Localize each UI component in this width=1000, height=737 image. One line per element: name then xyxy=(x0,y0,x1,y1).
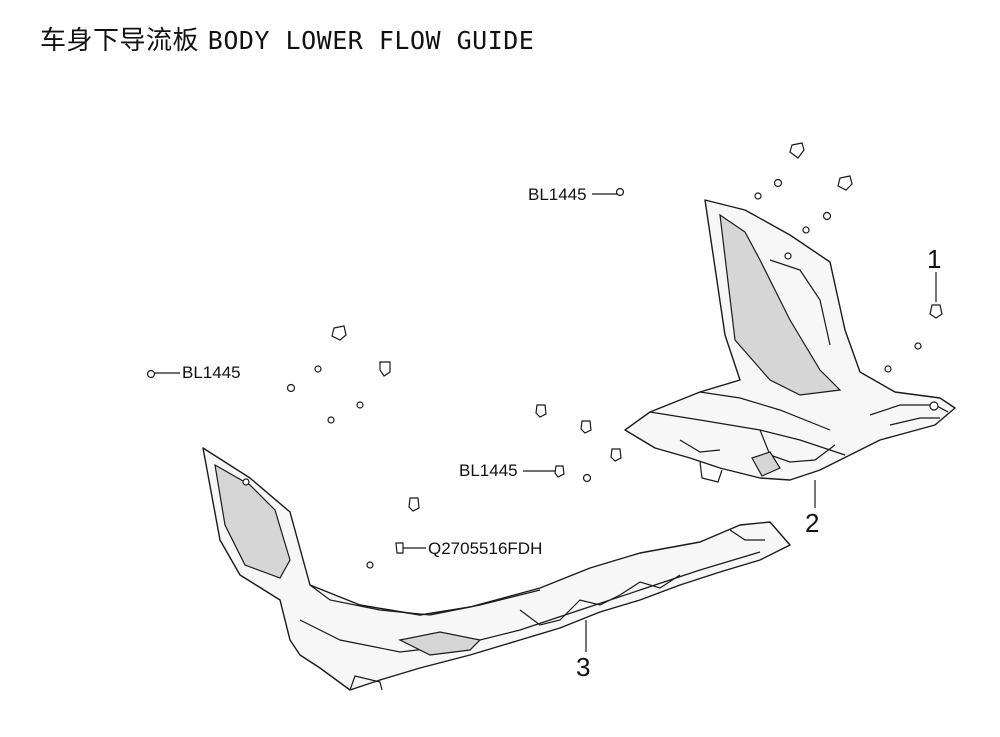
title-cn: 车身下导流板 xyxy=(40,26,200,56)
callout-part-3: 3 xyxy=(576,620,590,682)
fastener-bl1445-upper: BL1445 xyxy=(528,185,625,204)
callout-part-2: 2 xyxy=(805,480,819,538)
fastener-label-upper: BL1445 xyxy=(528,185,587,204)
callout-number-3: 3 xyxy=(576,652,590,682)
fastener-label-left: BL1445 xyxy=(182,363,241,382)
fastener-label-lower: Q2705516FDH xyxy=(428,539,542,558)
fastener-bl1445-middle: BL1445 xyxy=(459,461,565,480)
fastener-clips xyxy=(286,142,943,569)
callout-number-1: 1 xyxy=(927,244,941,274)
callout-part-1: 1 xyxy=(927,244,941,302)
part-3-flow-guide-panel xyxy=(202,447,791,691)
callout-number-2: 2 xyxy=(805,508,819,538)
fastener-bl1445-left: BL1445 xyxy=(146,363,241,382)
page-title: 车身下导流板 BODY LOWER FLOW GUIDE xyxy=(40,20,534,57)
fastener-q2705516fdh: Q2705516FDH xyxy=(395,539,542,558)
part-2-flow-guide-panel xyxy=(624,199,956,483)
title-en: BODY LOWER FLOW GUIDE xyxy=(207,26,535,55)
fastener-label-middle: BL1445 xyxy=(459,461,518,480)
